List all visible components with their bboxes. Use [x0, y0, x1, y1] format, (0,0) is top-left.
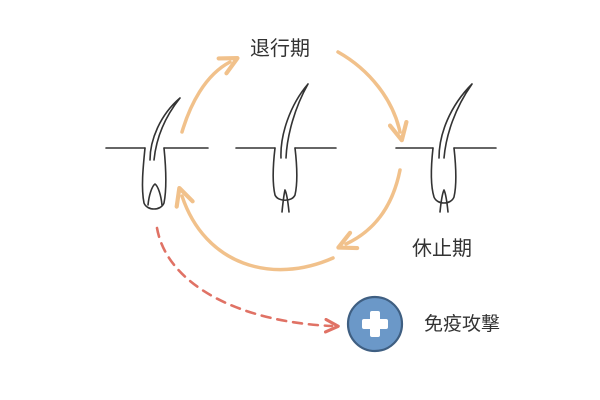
hair-follicle-3	[395, 83, 497, 213]
plus-icon	[346, 295, 404, 353]
hair-root-2	[281, 189, 290, 213]
hair-shaft-1	[149, 97, 181, 161]
catagen-label: 退行期	[250, 36, 310, 60]
follicle-outer-1	[141, 147, 167, 210]
cycle-arrow-top-right	[336, 50, 409, 143]
hair-follicle-1	[105, 97, 209, 210]
hair-shaft-3	[438, 83, 473, 159]
follicle-outer-3	[430, 147, 457, 204]
immune-attack-label: 免疫攻撃	[424, 313, 501, 335]
cycle-arrow-right-down	[336, 168, 402, 251]
cycle-arrow-left-up	[180, 56, 240, 134]
follicle-outer-2	[272, 147, 298, 202]
hair-shaft-2	[280, 83, 309, 159]
hair-root-3	[439, 189, 449, 213]
telogen-label: 休止期	[412, 236, 472, 260]
hair-follicle-2	[235, 83, 337, 213]
immune-attack-arrow	[155, 226, 340, 334]
hair-root-1	[147, 183, 163, 206]
cycle-arrow-bottom-left	[174, 185, 335, 272]
